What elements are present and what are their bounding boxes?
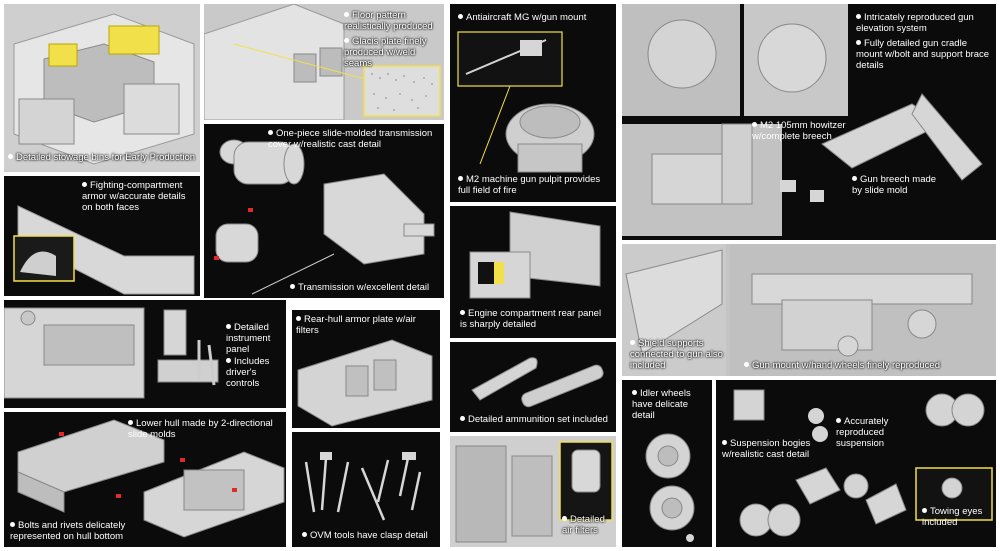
stowage-illustration (4, 4, 200, 172)
caption-suspension-bogies: Suspension bogies w/realistic cast detai… (722, 438, 811, 460)
engine-panel: Engine compartment rear panel is sharply… (450, 206, 616, 338)
ammo-panel: Detailed ammunition set included (450, 342, 616, 432)
caption-engine-rear: Engine compartment rear panel is sharply… (460, 308, 602, 330)
ovm-tools-illustration (304, 452, 422, 521)
ammo-illustration (471, 357, 604, 408)
stowage-panel: Detailed stowage bins for Early Producti… (4, 4, 200, 172)
caption-lower-hull: Lower hull made by 2-directional slide m… (128, 418, 273, 440)
caption-idler: Idler wheels have delicate detail (632, 388, 691, 421)
idler-panel: Idler wheels have delicate detail (622, 380, 712, 547)
lower-hull-illustration (17, 419, 285, 538)
caption-transmission: Transmission w/excellent detail (290, 282, 442, 293)
caption-ovm: OVM tools have clasp detail (302, 530, 438, 541)
caption-transmission-cover: One-piece slide-molded transmission cove… (268, 128, 433, 150)
suspension-illustration (733, 389, 993, 537)
caption-air-filters: Detailed air filters (562, 514, 605, 536)
caption-stowage: Detailed stowage bins for Early Producti… (8, 152, 198, 163)
caption-towing: Towing eyes included (922, 506, 983, 528)
caption-elevation: Intricately reproduced gun elevation sys… (856, 12, 974, 34)
engine-panel-illustration (469, 211, 601, 299)
caption-ammo: Detailed ammunition set included (460, 414, 610, 425)
caption-suspension: Accurately reproduced suspension (836, 416, 889, 449)
suspension-panel: Suspension bogies w/realistic cast detai… (716, 380, 996, 547)
lower-hull-panel: Lower hull made by 2-directional slide m… (4, 412, 286, 547)
fighting-panel: Fighting-compartment armor w/accurate de… (4, 176, 200, 296)
howitzer-panel: Intricately reproduced gun elevation sys… (622, 4, 996, 240)
air-filters-illustration (450, 436, 616, 547)
aa-mg-panel: Antiaircraft MG w/gun mount M2 machine g… (450, 4, 616, 202)
gun-mount-illustration (622, 244, 996, 376)
caption-instrument-1: Detailed instrument panel (226, 322, 271, 355)
caption-howitzer: M2 105mm howitzer w/complete breech (752, 120, 846, 142)
transmission-panel: One-piece slide-molded transmission cove… (204, 124, 444, 298)
rear-hull-panel: Rear-hull armor plate w/air filters (292, 310, 440, 428)
caption-bolts: Bolts and rivets delicately represented … (10, 520, 126, 542)
gun-mount-panel: Shield supports connected to gun also in… (622, 244, 996, 376)
fighting-armor-illustration (13, 205, 195, 295)
rear-hull-illustration (297, 339, 433, 427)
idler-wheels-illustration (645, 433, 695, 542)
howitzer-illustration (622, 4, 983, 236)
caption-rear-hull: Rear-hull armor plate w/air filters (296, 314, 416, 336)
caption-shield: Shield supports connected to gun also in… (630, 338, 723, 371)
caption-cradle: Fully detailed gun cradle mount w/bolt a… (856, 38, 990, 71)
instrument-panel-section: Detailed instrument panel Includes drive… (4, 300, 286, 408)
caption-floor-1: Floor pattern realistically produced (344, 10, 433, 32)
floor-illustration (204, 4, 444, 120)
floor-panel: Floor pattern realistically produced Gla… (204, 4, 444, 120)
caption-gun-mount: Gun mount w/hand wheels finely reproduce… (744, 360, 994, 371)
aa-mg-illustration (457, 31, 595, 173)
air-filters-panel: Detailed air filters (450, 436, 616, 547)
caption-fighting: Fighting-compartment armor w/accurate de… (82, 180, 186, 213)
instrument-illustration (4, 307, 219, 399)
caption-instrument-2: Includes driver's controls (226, 356, 270, 389)
ovm-panel: OVM tools have clasp detail (292, 432, 440, 547)
caption-m2-pulpit: M2 machine gun pulpit provides full fiel… (458, 174, 601, 196)
caption-breech: Gun breech made by slide mold (852, 174, 937, 196)
caption-aa-mg: Antiaircraft MG w/gun mount (458, 12, 608, 23)
caption-floor-2: Glacis plate finely produced w/weld seam… (344, 36, 427, 69)
transmission-illustration (214, 139, 435, 295)
